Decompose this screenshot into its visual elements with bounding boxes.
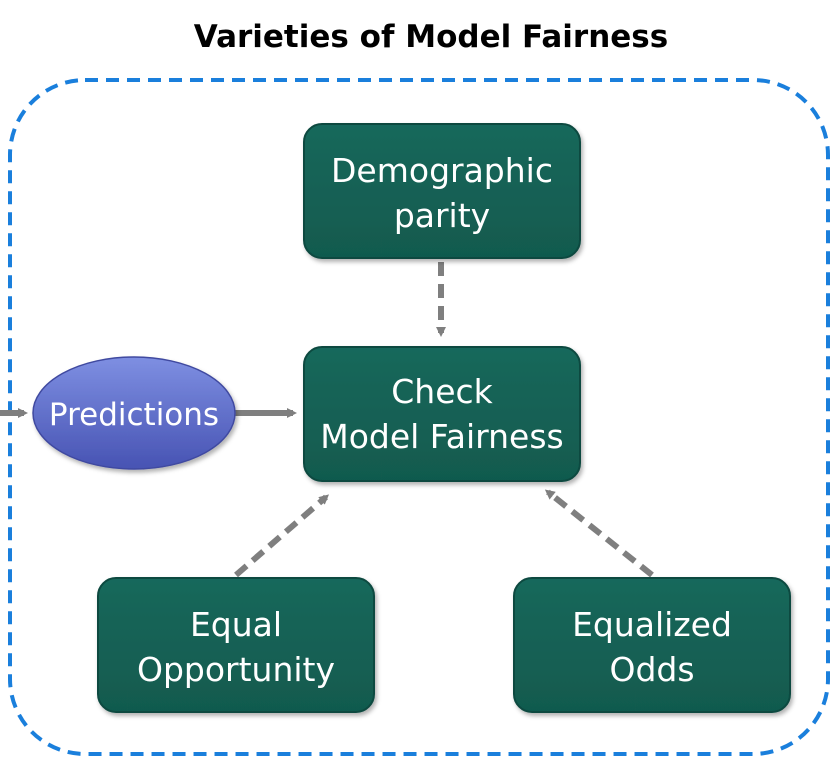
arrows [0,262,654,578]
arrow-equalized-odds-to-check [544,489,654,578]
arrow-equal-opportunity-to-check [234,494,330,578]
node-check-model-fairness [303,346,581,482]
demographic-parity-line1: Demographic [331,151,553,190]
node-equal-opportunity [97,577,375,713]
node-equalized-odds [513,577,791,713]
node-predictions [32,356,236,470]
predictions-label: Predictions [49,397,219,433]
equal-opportunity-line2: Opportunity [137,650,335,689]
equalized-odds-line1: Equalized [572,605,732,644]
equal-opportunity-line1: Equal [190,605,282,644]
diagram-title: Varieties of Model Fairness [194,19,668,55]
node-demographic-parity [303,123,581,259]
demographic-parity-line2: parity [394,196,490,235]
equalized-odds-line2: Odds [609,650,694,689]
check-model-fairness-line2: Model Fairness [320,417,564,456]
check-model-fairness-line1: Check [391,372,493,411]
